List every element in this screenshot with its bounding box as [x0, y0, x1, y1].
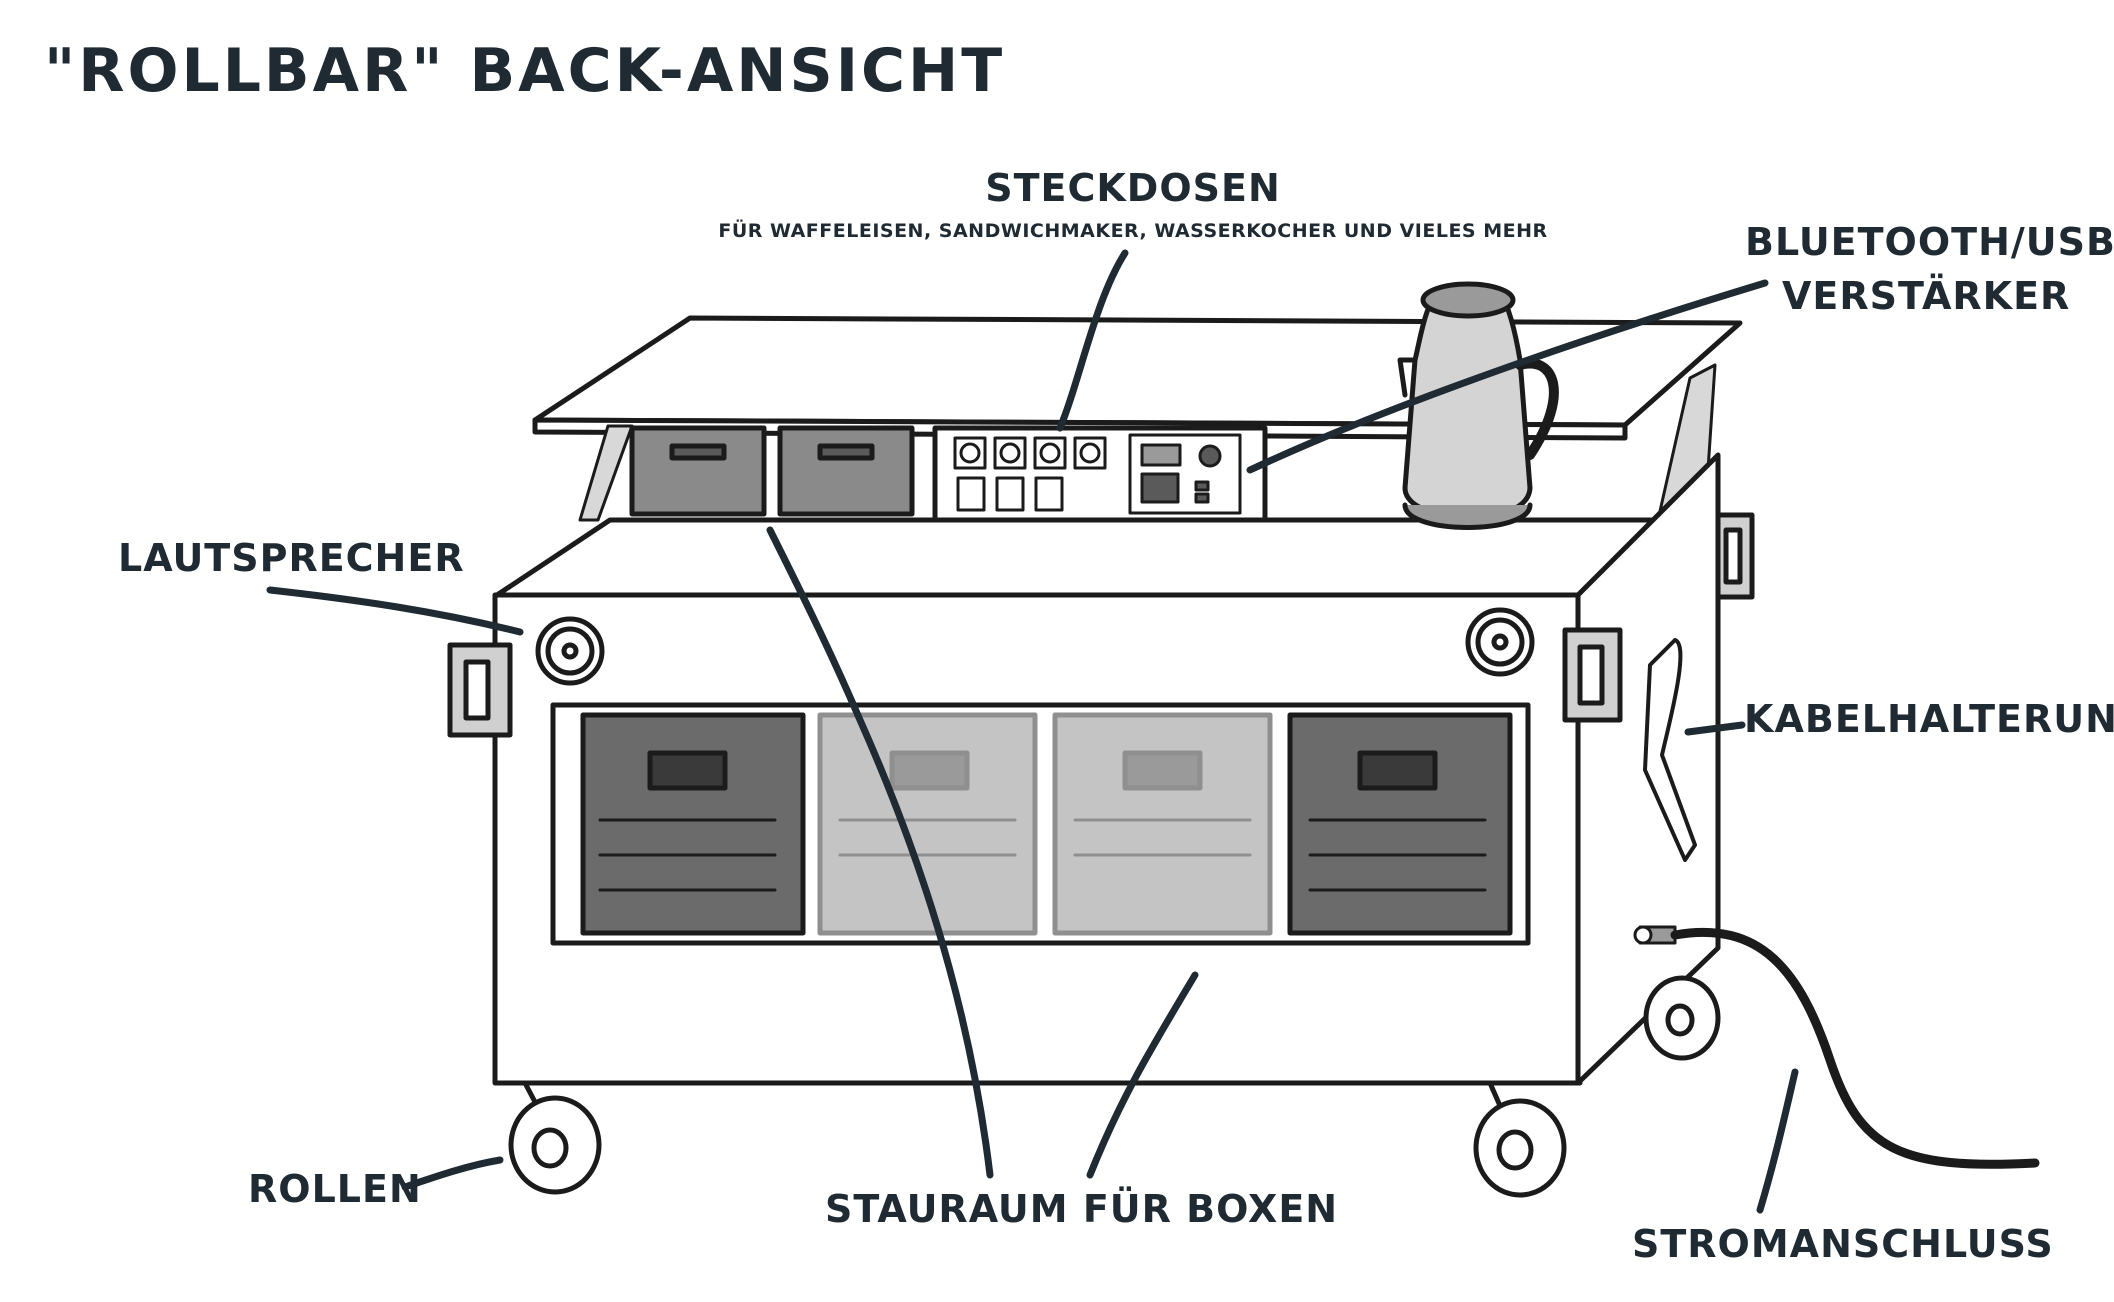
power-plug	[1633, 925, 1677, 945]
leader-lautsprecher	[266, 586, 524, 636]
power-cable	[1670, 927, 2040, 1169]
left-support	[578, 424, 634, 522]
speaker-left	[535, 616, 605, 686]
tabletop	[532, 315, 1743, 428]
leader-steckdosen	[1056, 249, 1129, 432]
leader-stromanschluss	[1756, 1068, 1799, 1214]
storage-box-1	[580, 712, 806, 936]
leader-rollen	[401, 1156, 504, 1191]
leader-stauraum-2	[1086, 971, 1199, 1179]
cable-holder	[1643, 638, 1697, 862]
kettle	[1397, 281, 1559, 530]
leader-lines	[266, 249, 1799, 1214]
label-steckdosen-sub: FÜR WAFFELEISEN, SANDWICHMAKER, WASSERKO…	[718, 220, 1548, 242]
leader-kabelhalterung	[1684, 721, 1746, 736]
wheel-right	[1473, 1080, 1567, 1198]
storage-box-2	[817, 712, 1038, 936]
shelf-surface	[494, 517, 1703, 598]
handle-left	[447, 642, 513, 738]
handle-back	[1715, 512, 1755, 600]
label-kabelhalterung: KABELHALTERUNG	[1744, 697, 2114, 741]
handle-side	[1562, 627, 1623, 723]
page-title: "ROLLBAR" BACK-ANSICHT	[44, 36, 1006, 106]
leader-stauraum-1	[766, 526, 994, 1179]
label-bluetooth-line2: VERSTÄRKER	[1782, 274, 2071, 318]
wheel-left	[508, 1080, 602, 1195]
upper-box-2	[777, 425, 915, 517]
label-stromanschluss: STROMANSCHLUSS	[1632, 1222, 2054, 1266]
amplifier	[1128, 433, 1242, 515]
storage-box-4	[1287, 712, 1513, 936]
label-stauraum: STAURAUM FÜR BOXEN	[825, 1187, 1339, 1231]
storage-box-3	[1052, 712, 1273, 936]
upper-box-1	[629, 425, 767, 517]
label-steckdosen: STECKDOSEN	[985, 166, 1281, 210]
label-bluetooth-line1: BLUETOOTH/USB	[1745, 220, 2114, 264]
label-rollen: ROLLEN	[248, 1167, 422, 1211]
socket-row	[953, 436, 1107, 512]
speaker-right	[1465, 607, 1535, 677]
label-lautsprecher: LAUTSPRECHER	[118, 536, 465, 580]
leader-bluetooth	[1246, 279, 1769, 474]
wheel-back	[1643, 975, 1721, 1061]
